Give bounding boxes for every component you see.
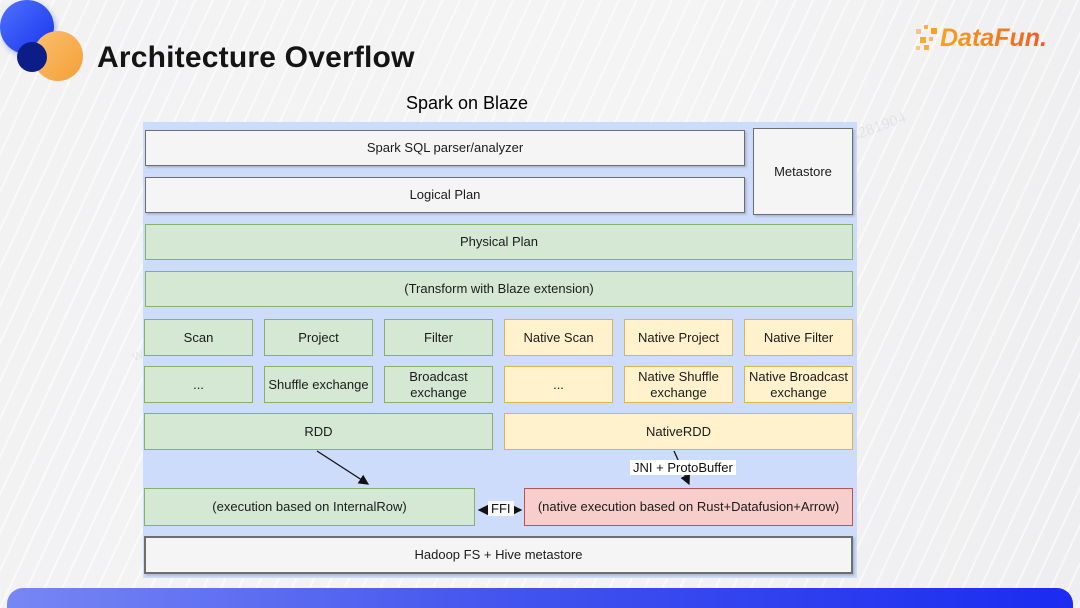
logo-navy-circle	[17, 42, 47, 72]
brand-logo: DataFun.	[916, 24, 1047, 53]
box-native-broadcast-exchange: Native Broadcast exchange	[744, 366, 853, 403]
box-shuffle-exchange: Shuffle exchange	[264, 366, 373, 403]
operator-grid: Scan Project Filter Native Scan Native P…	[144, 319, 853, 403]
box-transform-blaze: (Transform with Blaze extension)	[145, 271, 853, 307]
box-native-scan: Native Scan	[504, 319, 613, 356]
box-project: Project	[264, 319, 373, 356]
box-spark-sql-parser: Spark SQL parser/analyzer	[145, 130, 745, 166]
brand-name: DataFun.	[940, 24, 1047, 52]
box-physical-plan: Physical Plan	[145, 224, 853, 260]
box-native-execution-rust: (native execution based on Rust+Datafusi…	[524, 488, 853, 526]
box-scan: Scan	[144, 319, 253, 356]
box-hadoop-fs-hive: Hadoop FS + Hive metastore	[144, 536, 853, 574]
box-native-rdd: NativeRDD	[504, 413, 853, 450]
box-filter: Filter	[384, 319, 493, 356]
ffi-label: FFI	[488, 501, 514, 516]
box-metastore: Metastore	[753, 128, 853, 215]
architecture-diagram: Spark SQL parser/analyzer Metastore Logi…	[143, 122, 857, 578]
brand-pixels-icon	[916, 24, 938, 53]
diagram-subtitle: Spark on Blaze	[406, 93, 529, 113]
box-ellipsis: ...	[144, 366, 253, 403]
box-execution-internalrow: (execution based on InternalRow)	[144, 488, 475, 526]
box-native-filter: Native Filter	[744, 319, 853, 356]
footer-bar	[7, 588, 1073, 608]
box-broadcast-exchange: Broadcast exchange	[384, 366, 493, 403]
page-title: Architecture Overflow	[97, 41, 415, 74]
box-native-shuffle-exchange: Native Shuffle exchange	[624, 366, 733, 403]
box-native-project: Native Project	[624, 319, 733, 356]
box-logical-plan: Logical Plan	[145, 177, 745, 213]
box-rdd: RDD	[144, 413, 493, 450]
box-native-ellipsis: ...	[504, 366, 613, 403]
jni-protobuffer-label: JNI + ProtoBuffer	[630, 460, 736, 475]
